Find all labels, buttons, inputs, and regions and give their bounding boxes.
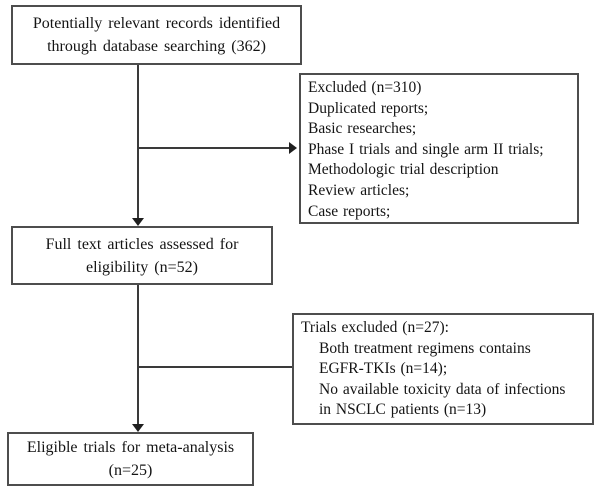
trials-excluded-line-5: in NSCLC patients (n=13) xyxy=(319,401,487,419)
excluded-line-4: Phase I trials and single arm II trials; xyxy=(308,140,544,158)
connector-records-to-fulltext xyxy=(137,65,139,218)
box-trials-excluded: Trials excluded (n=27): Both treatment r… xyxy=(292,313,594,425)
connector-to-excluded xyxy=(138,147,289,149)
fulltext-line-1: Full text articles assessed for xyxy=(45,235,239,253)
excluded-line-6: Review articles; xyxy=(308,181,410,199)
excluded-line-7: Case reports; xyxy=(308,202,391,220)
connector-to-trials-excluded xyxy=(138,366,292,368)
connector-fulltext-to-eligible xyxy=(137,285,139,424)
box-fulltext-assessed: Full text articles assessed for eligibil… xyxy=(11,226,273,285)
box-records-identified: Potentially relevant records identified … xyxy=(11,5,302,65)
records-line-2: through database searching (362) xyxy=(47,38,266,55)
eligible-line-2: (n=25) xyxy=(108,462,153,479)
records-line-1: Potentially relevant records identified xyxy=(32,15,281,32)
excluded-line-1: Excluded (n=310) xyxy=(308,79,422,96)
excluded-line-2: Duplicated reports; xyxy=(308,99,429,117)
arrow-down-icon xyxy=(132,218,144,226)
arrow-right-icon xyxy=(289,142,297,154)
eligible-line-1: Eligible trials for meta-analysis xyxy=(26,439,235,456)
excluded-line-5: Methodologic trial description xyxy=(308,161,499,179)
arrow-down-icon xyxy=(132,424,144,432)
box-excluded-records: Excluded (n=310) Duplicated reports; Bas… xyxy=(299,73,579,224)
trials-excluded-line-1: Trials excluded (n=27): xyxy=(301,319,449,336)
trials-excluded-line-3: EGFR-TKIs (n=14); xyxy=(319,360,448,378)
box-eligible-trials: Eligible trials for meta-analysis (n=25) xyxy=(7,432,254,486)
excluded-line-3: Basic researches; xyxy=(308,120,417,138)
trials-excluded-line-4: No available toxicity data of infections xyxy=(319,380,566,398)
trials-excluded-line-2: Both treatment regimens contains xyxy=(319,339,531,357)
fulltext-line-2: eligibility (n=52) xyxy=(86,258,198,276)
